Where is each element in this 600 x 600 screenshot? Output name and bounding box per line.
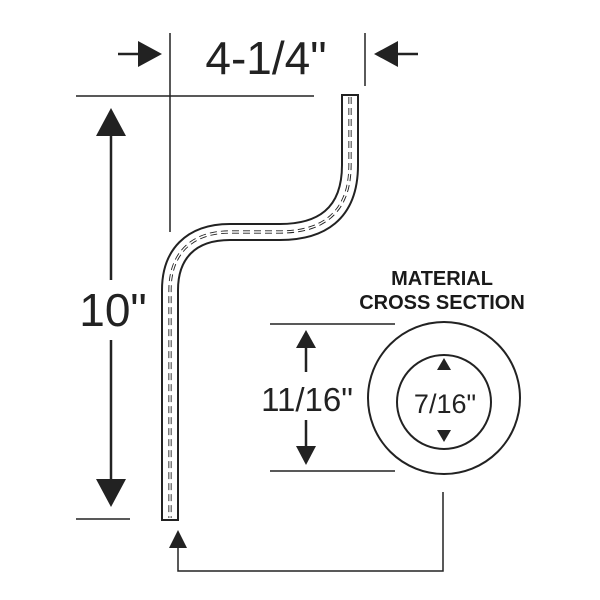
tube-outline (161, 95, 359, 520)
inner-arrow-up-icon (437, 358, 451, 370)
height-arrow-top-head (96, 108, 126, 136)
height-dimension: 10" (76, 95, 314, 520)
height-arrow-bottom-head (96, 479, 126, 507)
leader-path (177, 492, 444, 572)
inner-diameter-label: 7/16" (414, 389, 476, 419)
width-label: 4-1/4" (205, 32, 326, 84)
leader-line (169, 492, 444, 572)
leader-arrow-head (169, 530, 187, 548)
od-arrow-bottom-head (296, 446, 316, 465)
cross-section-inner-circle (396, 354, 492, 450)
width-arrow-right-head (374, 41, 398, 67)
od-arrow-top-head (296, 330, 316, 348)
width-dimension: 4-1/4" (118, 32, 418, 232)
cross-section-title-line1: MATERIAL (391, 268, 493, 290)
tube-fill (163, 95, 357, 520)
outer-diameter-dimension: 11/16" (261, 323, 395, 472)
cross-section: 7/16" (367, 321, 521, 475)
width-arrow-left-head (138, 41, 162, 67)
bent-tube (161, 94, 359, 521)
cross-section-title-line2: CROSS SECTION (359, 292, 525, 314)
outer-diameter-label: 11/16" (261, 381, 353, 418)
tube-center-dashes (168, 97, 352, 518)
tube-center-gap (169, 97, 351, 518)
inner-arrow-down-icon (437, 430, 451, 442)
height-label: 10" (79, 284, 147, 336)
